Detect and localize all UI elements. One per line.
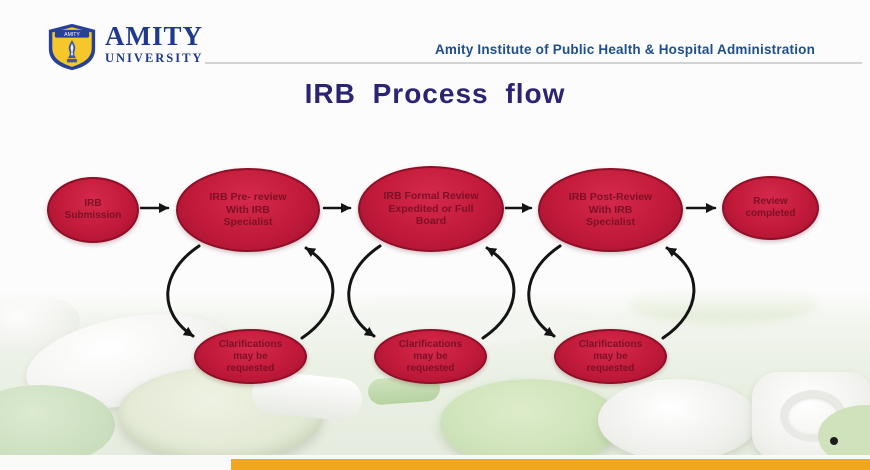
node-clarifications-1: Clarifications may be requested [194, 329, 307, 384]
header-divider [205, 62, 862, 64]
loop-down-arc-3 [527, 244, 562, 338]
node-irb-pre-review: IRB Pre- review With IRB Specialist [176, 168, 320, 252]
node-irb-submission: IRB Submission [47, 177, 139, 243]
node-review-completed: Review completed [722, 176, 819, 240]
institute-name: Amity Institute of Public Health & Hospi… [434, 42, 816, 57]
loop-up-arc-3 [661, 246, 696, 340]
node-clarifications-3: Clarifications may be requested [554, 329, 667, 384]
amity-shield-icon: AMITY [48, 23, 96, 71]
node-clarifications-2: Clarifications may be requested [374, 329, 487, 384]
loop-down-arc-1 [166, 244, 201, 338]
bottom-accent-bar [231, 459, 870, 470]
photo-fade [0, 287, 870, 315]
pill [598, 379, 758, 458]
logo-wordmark: AMITY UNIVERSITY [105, 23, 204, 65]
loop-up-arc-1 [300, 246, 335, 340]
node-irb-formal-review: IRB Formal Review Expedited or Full Boar… [358, 166, 504, 252]
loop-down-arc-2 [347, 244, 382, 338]
node-irb-post-review: IRB Post-Review With IRB Specialist [538, 168, 683, 252]
university-subtitle: UNIVERSITY [105, 51, 204, 65]
loop-up-arc-2 [481, 246, 516, 340]
slide-dot-marker [830, 437, 838, 445]
university-name: AMITY [105, 21, 203, 51]
pill [440, 379, 620, 458]
shield-banner-text: AMITY [64, 32, 80, 38]
amity-university-logo: AMITY AMITY UNIVERSITY [46, 23, 204, 71]
page-title: IRB Process flow [304, 78, 566, 109]
